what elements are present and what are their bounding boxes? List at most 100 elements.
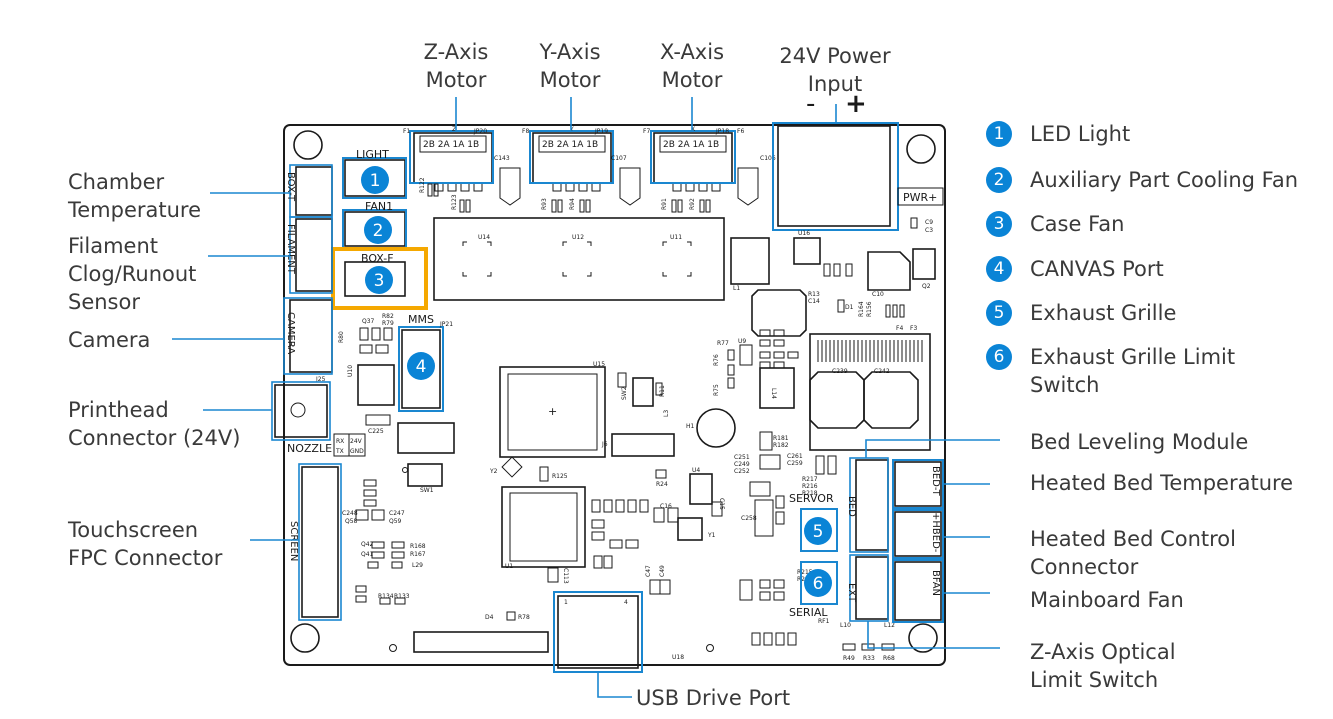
ref-l3: L3 [663,410,670,417]
optical-pad [881,643,895,651]
ref-r93: R93 [541,198,548,210]
ref-l1: L1 [733,285,740,292]
power-input-highlight [772,122,899,231]
ref-r94: R94 [569,198,576,210]
ref-u11: U11 [670,234,682,241]
chip-u1-inner [509,492,578,562]
ref-r92: R92 [689,198,696,210]
capacitor-c10 [867,251,911,291]
ref-l12: L12 [884,622,895,629]
ref-c9: C9 [925,219,933,226]
ref-f3: F3 [910,325,917,332]
ref-sw2: SW2 [621,386,628,400]
ref-y2: Y2 [489,468,498,475]
ref-c15: C15 [718,498,725,510]
legend-text: LED Light [1030,122,1131,146]
ref-l10: L10 [840,622,851,629]
label-filament-sensor: Filament Clog/Runout Sensor [68,234,197,314]
switch-sw1 [407,463,443,487]
ref-d4: D4 [485,614,494,621]
label-z-optical-limit: Z-Axis Optical Limit Switch [1030,640,1176,692]
power-capacitor-hatching [817,340,923,362]
ref-r181: R181 [773,435,789,442]
ref-c258: C258 [741,515,757,522]
mount-hole-br [908,623,938,653]
ref-c247: C247 [389,510,405,517]
ref-c225: C225 [368,428,384,435]
exhaust-grille-connector [800,508,838,552]
ref-q58: Q58 [345,518,358,525]
nozzle-highlight [271,381,331,441]
power-pins-box [348,433,366,457]
ref-r218: R218 [802,490,818,497]
y-motor-highlight [529,130,614,184]
motor-pins-label: 2B 2A 1A 1B [423,140,479,150]
motor-pins-label: 2B 2A 1A 1B [542,140,598,150]
label-z-axis-motor: Z-Axis Motor [423,40,489,92]
ref-l29: L29 [412,562,423,569]
label-mainboard-fan: Mainboard Fan [1030,588,1184,612]
fan1-label: FAN1 [365,200,393,213]
bed-leveling-connector [855,459,889,551]
tx-label: TX [335,448,344,455]
ref-r78: R78 [518,614,530,621]
ref-c259: C259 [787,460,803,467]
motor-driver-block [433,217,725,301]
polarity-minus: - [806,89,815,119]
capacitor [737,167,759,206]
ref-r125: R125 [552,473,568,480]
ref-r13: R13 [808,291,820,298]
ref-r164: R164 [858,301,865,317]
ref-sw1: SW1 [420,487,434,494]
mainboard-fan-connector [894,561,942,621]
smd-cluster [727,329,799,389]
inductor-l1 [730,237,770,285]
smd-pad [655,382,663,396]
ref-r77: R77 [717,340,729,347]
badge-1: 1 [361,166,389,194]
ref-q37: Q37 [362,318,375,325]
optical-pad [842,643,856,651]
nozzle-connector [274,384,328,438]
connector-j6 [611,433,675,457]
via-hole [402,467,408,473]
ref-c106: C106 [760,155,776,162]
resistor-pads [427,183,711,213]
badge-3-num: 3 [374,271,385,291]
badge-4: 4 [407,352,435,380]
ref-c3: C3 [925,227,933,234]
legend-text: Exhaust Grille Limit Switch [1030,345,1236,397]
label-x-axis-motor: X-Axis Motor [659,40,725,92]
label-bed-leveling: Bed Leveling Module [1030,430,1249,454]
ref-z: Z [452,126,456,133]
ref-c239: C239 [832,368,848,375]
ref-h1: H1 [686,423,695,430]
capacitor-c239 [809,371,865,429]
ref-u18: U18 [672,654,684,661]
connector-block [397,422,455,454]
ref-jp20: JP20 [473,128,487,135]
ref-c249: C249 [734,461,750,468]
smd-cluster [749,454,837,537]
ref-c107: C107 [611,155,627,162]
serial-smd [739,579,785,601]
bed-control-connector [894,511,942,557]
camera-highlight [283,297,333,375]
legend-text: Case Fan [1030,212,1125,236]
polarity-plus: + [845,89,867,119]
badge-6-num: 6 [813,574,824,594]
ref-r76: R76 [713,354,720,366]
ref-u14: U14 [478,234,490,241]
ref-r80: R80 [338,331,345,343]
box-t-connector [295,166,333,216]
bfan-label: BFAN [930,570,941,596]
ext-label: EXT [846,583,857,603]
ref-q59: Q59 [389,518,402,525]
camera-label: CAMERA [285,312,296,354]
ref-c143: C143 [494,155,510,162]
nozzle-label: NOZZLE [287,442,332,455]
exhaust-limit-connector [800,561,838,605]
ref-r168: R168 [410,543,426,550]
